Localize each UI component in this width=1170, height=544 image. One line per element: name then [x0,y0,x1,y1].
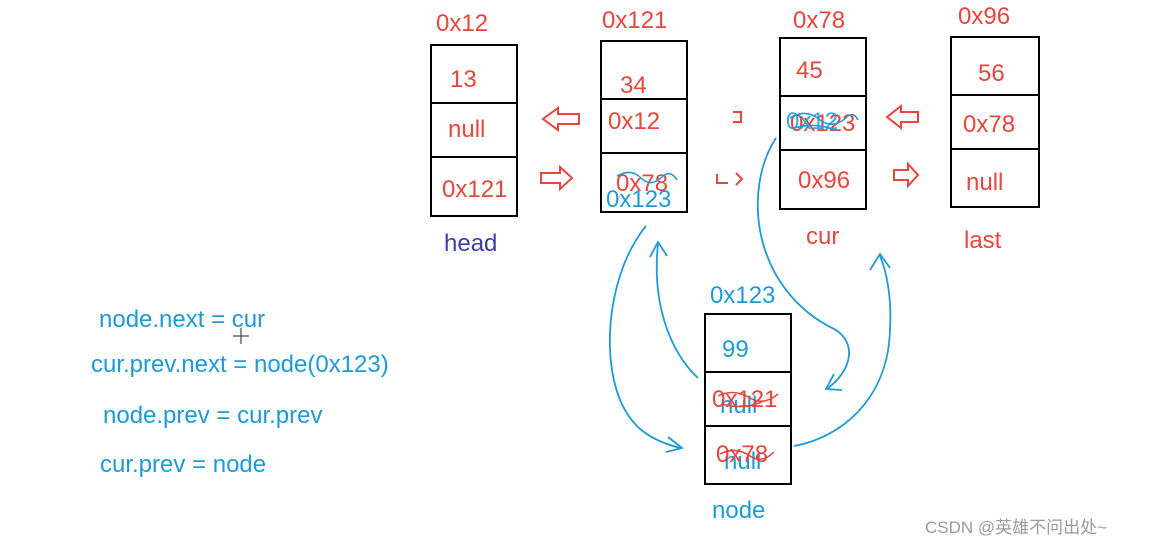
curve-node-next-arrowhead-icon [869,252,891,271]
arrow-0x121-to-head-icon [541,106,580,132]
head-value: 13 [450,66,477,93]
node-0x121-box [600,40,688,213]
scribble-node-next [719,449,775,460]
erased-arrow-left-icon [733,111,742,123]
last-address: 0x96 [958,3,1011,30]
scribble-node-prev [717,391,779,408]
node-0x121-next-old: 0x78 [616,170,669,197]
node-0x121-next-new: 0x123 [606,186,672,213]
head-address: 0x12 [436,10,489,37]
cur-value: 45 [796,57,823,84]
cursor-crosshair-icon [233,328,249,344]
curve-cur-prev-to-node [756,137,850,389]
head-node-box [430,44,518,217]
code-line-1: node.next = cur [99,306,266,333]
cur-address: 0x78 [793,7,846,34]
last-prev: 0x78 [963,111,1016,138]
new-node-address: 0x123 [710,282,776,309]
curve-cur-prev-arrowhead-icon [824,373,843,391]
code-line-2: cur.prev.next = node(0x123) [91,351,389,378]
cur-next: 0x96 [798,167,851,194]
arrow-head-to-0x121-icon [540,164,574,192]
head-prev: null [448,116,486,143]
cur-prev-old: 0x123 [790,110,856,137]
csdn-watermark: CSDN @英雄不问出处~ [925,518,1108,537]
new-node-label: node [712,497,766,524]
node-0x121-value: 34 [620,72,647,99]
code-line-4: cur.prev = node [100,451,267,478]
arrow-last-to-cur-icon [885,103,919,131]
new-node-next-new: 0x78 [716,441,769,468]
cur-prev-new: 0x12 [786,108,839,135]
erased-arrow-right-icon [716,172,744,186]
head-next: 0x121 [442,176,508,203]
new-node-value: 99 [722,336,749,363]
code-line-3: node.prev = cur.prev [103,402,323,429]
head-label: head [444,230,498,257]
curve-0x121-next-to-node [608,225,681,449]
last-next: null [966,169,1004,196]
curve-node-prev-to-0x121 [655,243,699,379]
node-0x121-address: 0x121 [602,7,668,34]
scribble-cur-prev [789,112,859,131]
curve-node-next-to-cur [793,255,892,447]
last-label: last [964,227,1002,254]
last-node-box [950,36,1040,208]
node-0x121-prev: 0x12 [608,108,661,135]
cur-label: cur [806,223,840,250]
curve-0x121-next-arrowhead-icon [665,436,685,453]
new-node-prev-new: 0x121 [712,386,778,413]
cur-node-box [779,37,867,210]
arrow-cur-to-last-icon [893,161,920,189]
scribble-0x121-next [616,171,678,184]
new-node-box [704,313,792,485]
last-value: 56 [978,60,1005,87]
curve-node-prev-arrowhead-icon [649,240,668,258]
